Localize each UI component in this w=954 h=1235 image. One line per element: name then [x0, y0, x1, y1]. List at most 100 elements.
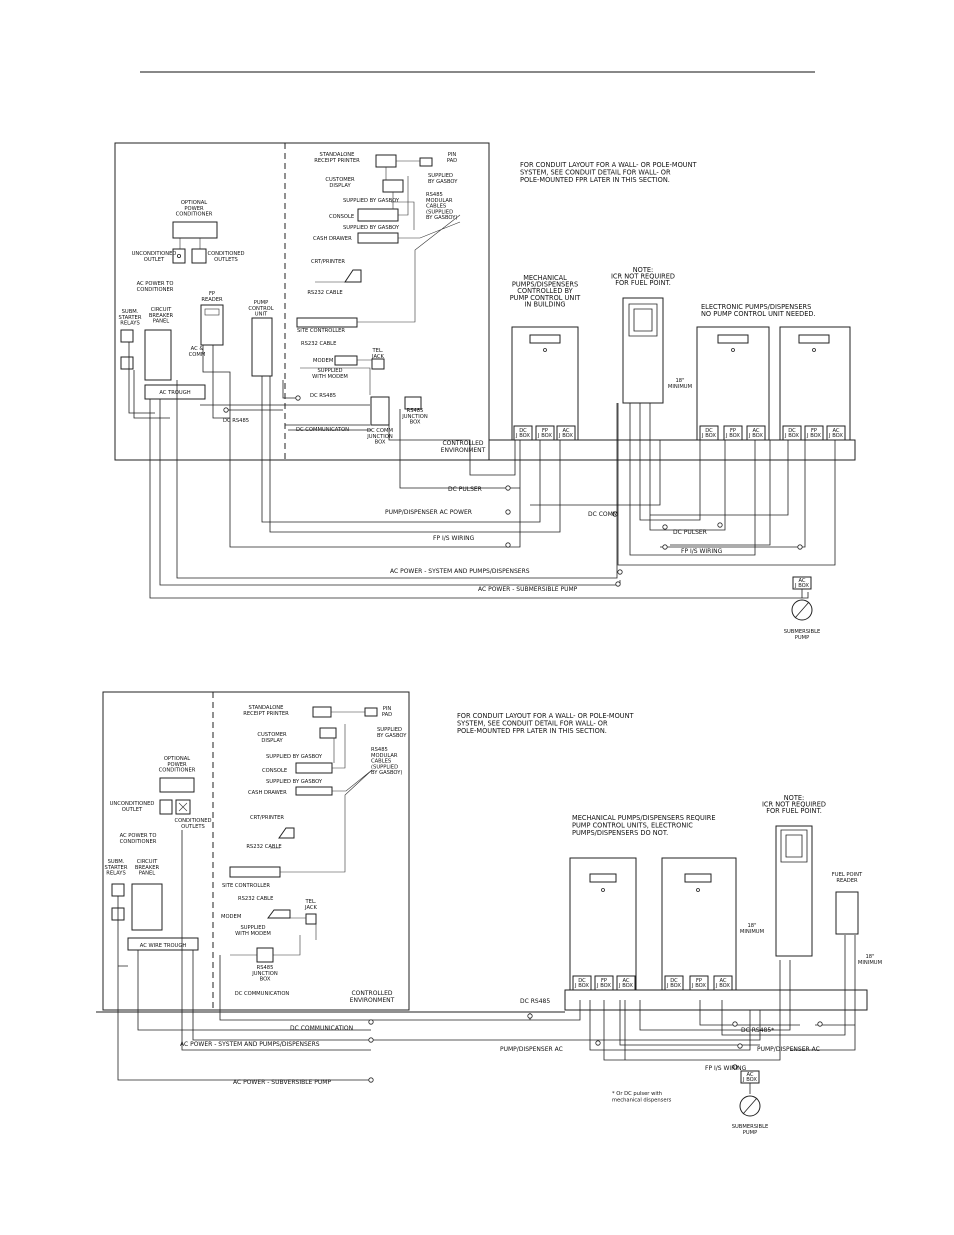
d1-site-controller-label: SITE CONTROLLER — [297, 328, 345, 334]
d2-fp-is-wiring-label: FP I/S WIRING — [705, 1065, 747, 1072]
d1-tel-jack-label: TEL.JACK — [371, 348, 385, 360]
d1-ac-comm-label: AC &COMM — [189, 346, 206, 358]
d1-dc-communication-label: DC COMMUNICATON — [296, 427, 349, 433]
receipt-printer — [375, 154, 397, 168]
electronic-pump-1 — [696, 326, 770, 441]
d2-pump-ac-right-label: PUMP/DISPENSER AC — [757, 1046, 820, 1053]
fp-reader — [200, 304, 224, 346]
fuel-point-reader — [835, 891, 859, 935]
power-conditioner — [172, 221, 218, 239]
site-controller-2 — [229, 866, 281, 878]
d1-ac-power-sub-label: AC POWER - SUBMERSIBLE PUMP — [478, 586, 578, 593]
d2-console-label: CONSOLE — [262, 768, 287, 774]
crt-printer — [344, 269, 362, 283]
d1-supplied-by-gasboy-b-label: SUPPLIED BY GASBOY — [343, 225, 400, 231]
d2-ac-wire-trough-label: AC WIRE TROUGH — [140, 943, 187, 949]
building-outline — [114, 142, 490, 461]
d2-minimum-label: 18"MINIMUM — [740, 923, 764, 935]
dc-comm-junction-box — [370, 396, 390, 426]
site-controller — [296, 317, 358, 328]
pin-pad-2 — [364, 707, 378, 717]
d2-site-controller-label: SITE CONTROLLER — [222, 883, 270, 889]
d1-minimum-label: 18"MINIMUM — [668, 378, 692, 390]
rs485-junction-box — [404, 396, 422, 410]
customer-display — [382, 179, 404, 193]
d2-cash-drawer-label: CASH DRAWER — [248, 790, 287, 796]
d1-rs232-cable-label: RS232 CABLE — [307, 290, 342, 296]
diagram-1 — [114, 142, 856, 621]
d1-fp-is-wiring-right-label: FP I/S WIRING — [681, 548, 723, 555]
d1-dc-pulser-label: DC PULSER — [448, 486, 482, 493]
pump-island-slab — [488, 439, 856, 461]
ac-trough — [144, 384, 206, 400]
circuit-breaker-panel-2 — [131, 883, 163, 931]
icr-post — [622, 297, 664, 404]
ac-wire-trough — [127, 937, 199, 951]
conditioned-outlets — [191, 248, 207, 264]
console-2 — [295, 762, 333, 774]
electronic-pump-2 — [779, 326, 851, 441]
building-outline-2 — [102, 691, 410, 1011]
mechanical-pump — [511, 326, 579, 441]
d2-dc-rs485-right-label: DC RS485* — [741, 1027, 774, 1034]
console — [357, 208, 399, 222]
d2-dc-communication-label: DC COMMUNICATION — [235, 991, 290, 997]
label-layer: FOR CONDUIT LAYOUT FOR A WALL- OR POLE-M… — [105, 152, 883, 1136]
d2-rs232-cable-b-label: RS232 CABLE — [238, 896, 273, 902]
d2-ac-power-sub-label: AC POWER - SUBVERSIBLE PUMP — [233, 1079, 331, 1086]
d1-rs232-cable-b-label: RS232 CABLE — [301, 341, 336, 347]
subm-starter-relays — [120, 329, 134, 343]
d2-tel-jack-label: TEL.JACK — [304, 899, 318, 911]
d1-pump-ac-power-label: PUMP/DISPENSER AC POWER — [385, 509, 472, 516]
d1-note-label: FOR CONDUIT LAYOUT FOR A WALL- OR POLE-M… — [520, 161, 698, 184]
cash-drawer — [357, 232, 399, 244]
subm-starter-relays-2 — [120, 356, 134, 370]
diagram-2 — [96, 691, 868, 1117]
d1-fp-is-wiring-label: FP I/S WIRING — [433, 535, 475, 542]
d1-ac-power-system-label: AC POWER - SYSTEM AND PUMPS/DISPENSERS — [390, 568, 530, 575]
receipt-printer-2 — [312, 706, 332, 718]
d2-supplied-by-gasboy-b-label: SUPPLIED BY GASBOY — [266, 779, 323, 785]
